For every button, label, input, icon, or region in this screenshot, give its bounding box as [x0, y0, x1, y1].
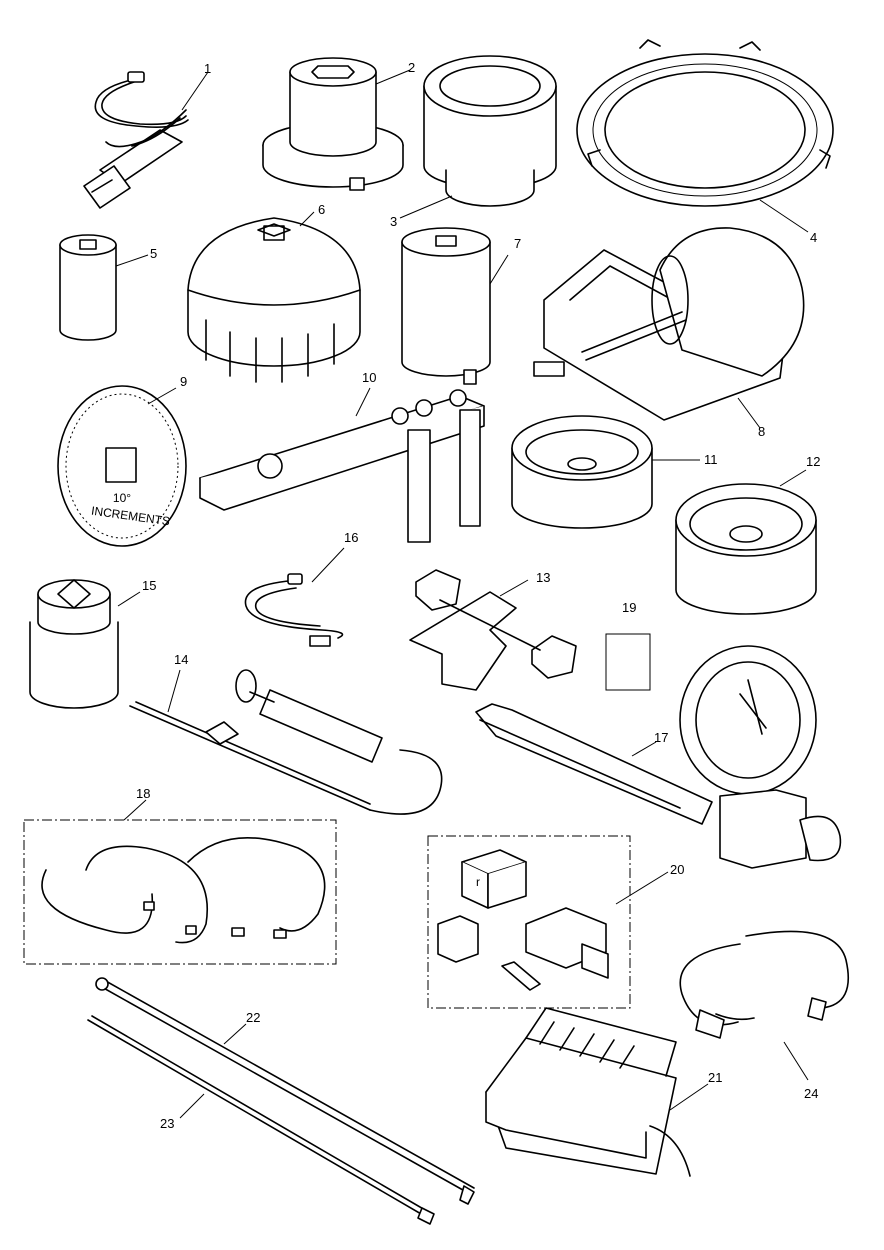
oil-filter-wrench-icon: [187, 211, 361, 383]
callout-16: 16: [344, 530, 358, 545]
square-drive-socket-icon: [29, 579, 141, 709]
harness-kit-icon: [23, 799, 337, 965]
callout-18: 18: [136, 786, 150, 801]
large-cup-socket-icon: [399, 55, 557, 219]
callout-19: 19: [622, 600, 636, 615]
holding-bar-icon: [199, 387, 485, 543]
sensor-lead-icon: [679, 930, 850, 1081]
callout-24: 24: [804, 1086, 818, 1101]
press-frame-icon: [533, 227, 805, 429]
callout-10: 10: [362, 370, 376, 385]
pressure-gauge-icon: [475, 645, 842, 869]
callout-7: 7: [514, 236, 521, 251]
callout-2: 2: [408, 60, 415, 75]
control-module-icon: [485, 1007, 709, 1177]
callout-12: 12: [806, 454, 820, 469]
callout-20: 20: [670, 862, 684, 877]
long-rod-icon: [95, 977, 475, 1205]
lead-cable-icon: [244, 547, 345, 647]
callout-9: 9: [180, 374, 187, 389]
slotted-ring-icon: [576, 39, 834, 233]
flanged-socket-icon: [262, 57, 411, 191]
syringe-probe-icon: [129, 669, 443, 815]
cup-adapter-icon: [511, 415, 700, 529]
callout-13: 13: [536, 570, 550, 585]
diagnostic-cable-icon: [83, 71, 209, 209]
callout-15: 15: [142, 578, 156, 593]
cup-adapter-large-icon: [675, 469, 817, 615]
callout-4: 4: [810, 230, 817, 245]
fixture-kit-icon: r: [427, 835, 669, 1009]
callout-14: 14: [174, 652, 188, 667]
callout-22: 22: [246, 1010, 260, 1025]
callout-1: 1: [204, 61, 211, 76]
callout-17: 17: [654, 730, 668, 745]
blank-card-icon: [605, 633, 651, 691]
fixture-plate-mark: r: [476, 875, 480, 889]
clamp-tool-icon: [409, 569, 577, 691]
callout-21: 21: [708, 1070, 722, 1085]
callout-23: 23: [160, 1116, 174, 1131]
callout-5: 5: [150, 246, 157, 261]
callout-6: 6: [318, 202, 325, 217]
deep-socket-icon: [401, 227, 509, 385]
callout-8: 8: [758, 424, 765, 439]
callout-11: 11: [704, 452, 718, 467]
small-socket-icon: [59, 234, 149, 341]
long-rod-icon: [87, 1015, 435, 1225]
callout-labels: 1 2 3 4 5 6 7 8 9 10 11 12 13 14 15 16 1…: [136, 60, 820, 1131]
disc-degree-label: 10°: [113, 491, 131, 505]
callout-3: 3: [390, 214, 397, 229]
degree-disc-icon: 10° INCREMENTS: [57, 385, 187, 547]
